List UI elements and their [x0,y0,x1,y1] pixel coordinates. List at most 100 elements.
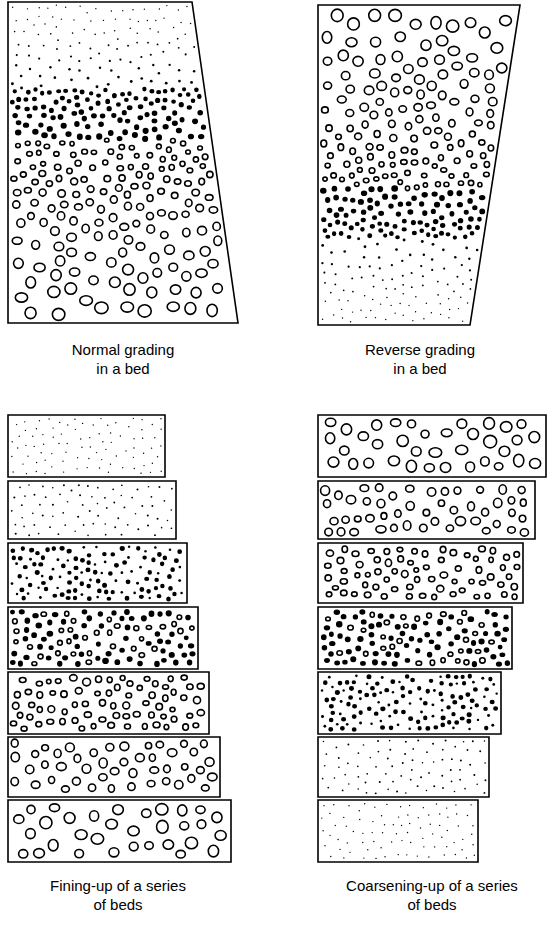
pebble [360,485,369,492]
pebble [14,692,20,698]
pebble [348,236,351,238]
fine-grain [32,436,33,437]
pebble [186,615,190,619]
pebble [434,235,438,238]
fine-grain [58,59,60,61]
fine-grain [178,69,180,71]
pebble [12,652,16,656]
fine-grain [173,27,175,29]
pebble [171,689,176,695]
fine-grain [48,418,49,419]
pebble [454,487,461,494]
fine-grain [409,805,410,806]
pebble [97,579,100,582]
fine-grain [135,513,137,515]
pebble [155,632,159,636]
fine-grain [108,44,110,46]
fine-grain [41,575,44,578]
pebble [54,100,57,104]
fine-grain [171,488,173,490]
pebble [520,499,526,506]
fine-grain [56,587,58,589]
fine-grain [361,276,363,278]
pebble [112,611,116,615]
fine-grain [409,823,410,824]
fine-grain [335,273,337,275]
fine-grain [90,446,91,447]
pebble [142,616,146,621]
pebble [14,258,24,268]
pebble [160,625,165,629]
pebble [326,617,331,621]
pebble [41,612,46,616]
fine-grain [122,10,123,11]
pebble [99,700,105,706]
pebble [65,743,74,752]
fine-grain [417,740,419,742]
pebble [441,658,445,663]
bed [8,737,220,797]
fine-grain [36,462,37,463]
fine-grain [78,60,80,62]
pebble [103,160,108,165]
fine-grain [29,68,31,70]
pebble [488,145,493,151]
pebble [149,692,155,699]
pebble [60,593,63,596]
pebble [68,628,73,632]
pebble [469,217,473,221]
pebble [471,164,477,168]
pebble [128,92,131,95]
pebble [72,702,77,707]
pebble [381,726,384,729]
pebble [479,546,486,552]
fine-grain [94,33,96,35]
pebble [13,190,20,196]
pebble [174,660,178,664]
fine-grain [375,317,376,318]
pebble [52,547,55,550]
fine-grain [351,277,353,279]
pebble [441,224,445,227]
pebble [174,179,180,184]
pebble [193,723,199,728]
pebble [410,19,421,29]
fine-grain [98,433,99,434]
fine-grain [21,517,23,519]
pebble [193,157,198,162]
pebble [119,145,124,150]
pebble [530,459,541,469]
pebble [98,589,101,592]
fine-grain [150,472,151,473]
fine-grain [28,55,30,57]
fine-grain [382,279,384,281]
pebble [167,302,179,311]
fine-grain [184,33,186,35]
pebble [15,293,27,302]
pebble [391,88,399,97]
pebble [51,270,61,281]
fine-grain [140,472,141,473]
pebble [438,500,444,506]
fine-grain [141,429,142,430]
reverse-grading-bed [318,5,520,325]
pebble [136,243,145,251]
pebble [152,558,155,561]
pebble [488,122,494,129]
fine-grain [466,857,467,858]
pebble [11,610,14,613]
pebble [366,515,374,522]
fine-grain [39,504,41,506]
fine-grain [403,239,406,242]
pebble [123,264,134,275]
fine-grain [359,819,360,820]
pebble [113,805,124,815]
fine-grain [380,720,383,723]
pebble [446,204,450,208]
fine-grain [323,272,325,274]
fine-grain [104,561,107,564]
fine-grain [167,520,169,522]
fine-grain [402,293,404,295]
fine-grain [381,815,382,816]
pebble [110,768,119,775]
